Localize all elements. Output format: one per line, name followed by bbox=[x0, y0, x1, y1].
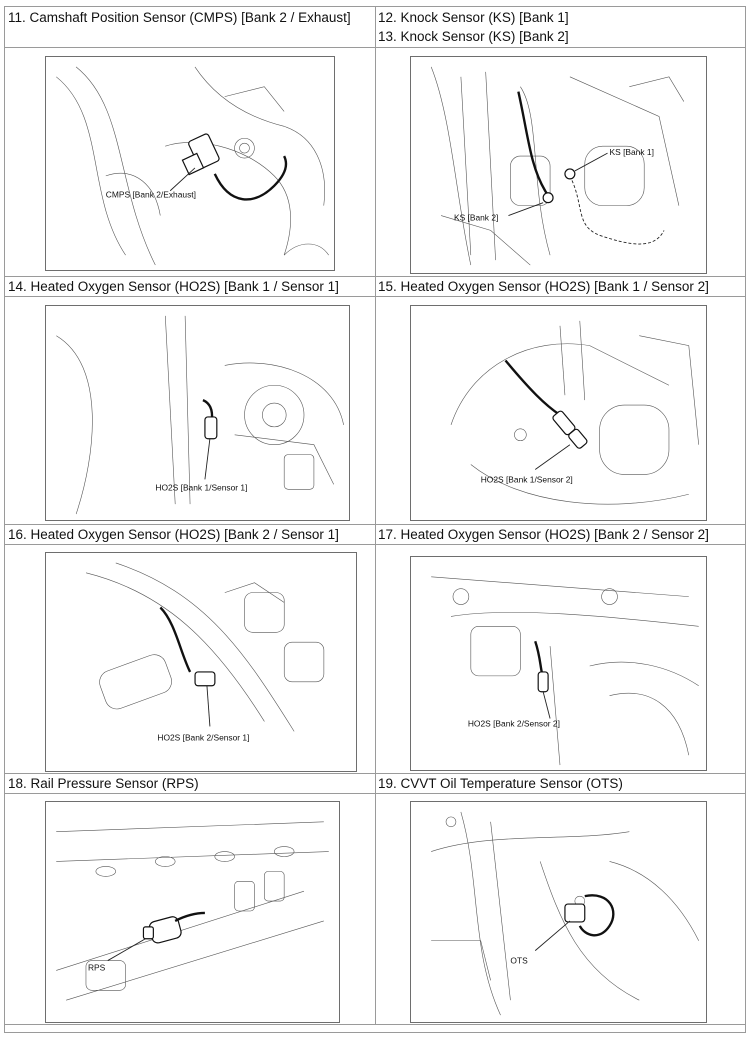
caption-ho2s-b2s1: 16. Heated Oxygen Sensor (HO2S) [Bank 2 … bbox=[8, 527, 339, 542]
label-ho2s-b2s1: HO2S [Bank 2/Sensor 1] bbox=[157, 732, 249, 742]
caption-cmps: 11. Camshaft Position Sensor (CMPS) [Ban… bbox=[8, 10, 351, 25]
figure-cmps: CMPS [Bank 2/Exhaust] bbox=[45, 56, 335, 271]
figure-ots: OTS bbox=[410, 801, 707, 1023]
label-ho2s-b2s2: HO2S [Bank 2/Sensor 2] bbox=[468, 718, 560, 728]
caption-ho2s-b1s1: 14. Heated Oxygen Sensor (HO2S) [Bank 1 … bbox=[8, 279, 339, 294]
caption-rps: 18. Rail Pressure Sensor (RPS) bbox=[8, 776, 199, 791]
label-ks-bank1: KS [Bank 1] bbox=[610, 147, 654, 157]
caption-ks-bank2: 13. Knock Sensor (KS) [Bank 2] bbox=[378, 29, 569, 44]
figure-ks: KS [Bank 1] KS [Bank 2] bbox=[410, 56, 707, 274]
column-divider bbox=[375, 7, 376, 1024]
caption-ots: 19. CVVT Oil Temperature Sensor (OTS) bbox=[378, 776, 623, 791]
label-ks-bank2: KS [Bank 2] bbox=[454, 212, 498, 222]
sensor-location-table: 11. Camshaft Position Sensor (CMPS) [Ban… bbox=[4, 6, 746, 1033]
figure-ho2s-b1s1: HO2S [Bank 1/Sensor 1] bbox=[45, 305, 350, 521]
label-ho2s-b1s1: HO2S [Bank 1/Sensor 1] bbox=[155, 482, 247, 492]
figure-ho2s-b1s2: HO2S [Bank 1/Sensor 2] bbox=[410, 305, 707, 521]
label-ho2s-b1s2: HO2S [Bank 1/Sensor 2] bbox=[481, 474, 573, 484]
caption-ho2s-b2s2: 17. Heated Oxygen Sensor (HO2S) [Bank 2 … bbox=[378, 527, 709, 542]
figure-ho2s-b2s2: HO2S [Bank 2/Sensor 2] bbox=[410, 556, 707, 771]
figure-rps: RPS bbox=[45, 801, 340, 1023]
caption-ho2s-b1s2: 15. Heated Oxygen Sensor (HO2S) [Bank 1 … bbox=[378, 279, 709, 294]
row-divider bbox=[5, 1024, 745, 1025]
caption-ks-bank1: 12. Knock Sensor (KS) [Bank 1] bbox=[378, 10, 569, 25]
label-rps: RPS bbox=[88, 962, 106, 972]
figure-ho2s-b2s1: HO2S [Bank 2/Sensor 1] bbox=[45, 552, 357, 772]
label-cmps: CMPS [Bank 2/Exhaust] bbox=[106, 190, 196, 200]
label-ots: OTS bbox=[510, 956, 528, 966]
